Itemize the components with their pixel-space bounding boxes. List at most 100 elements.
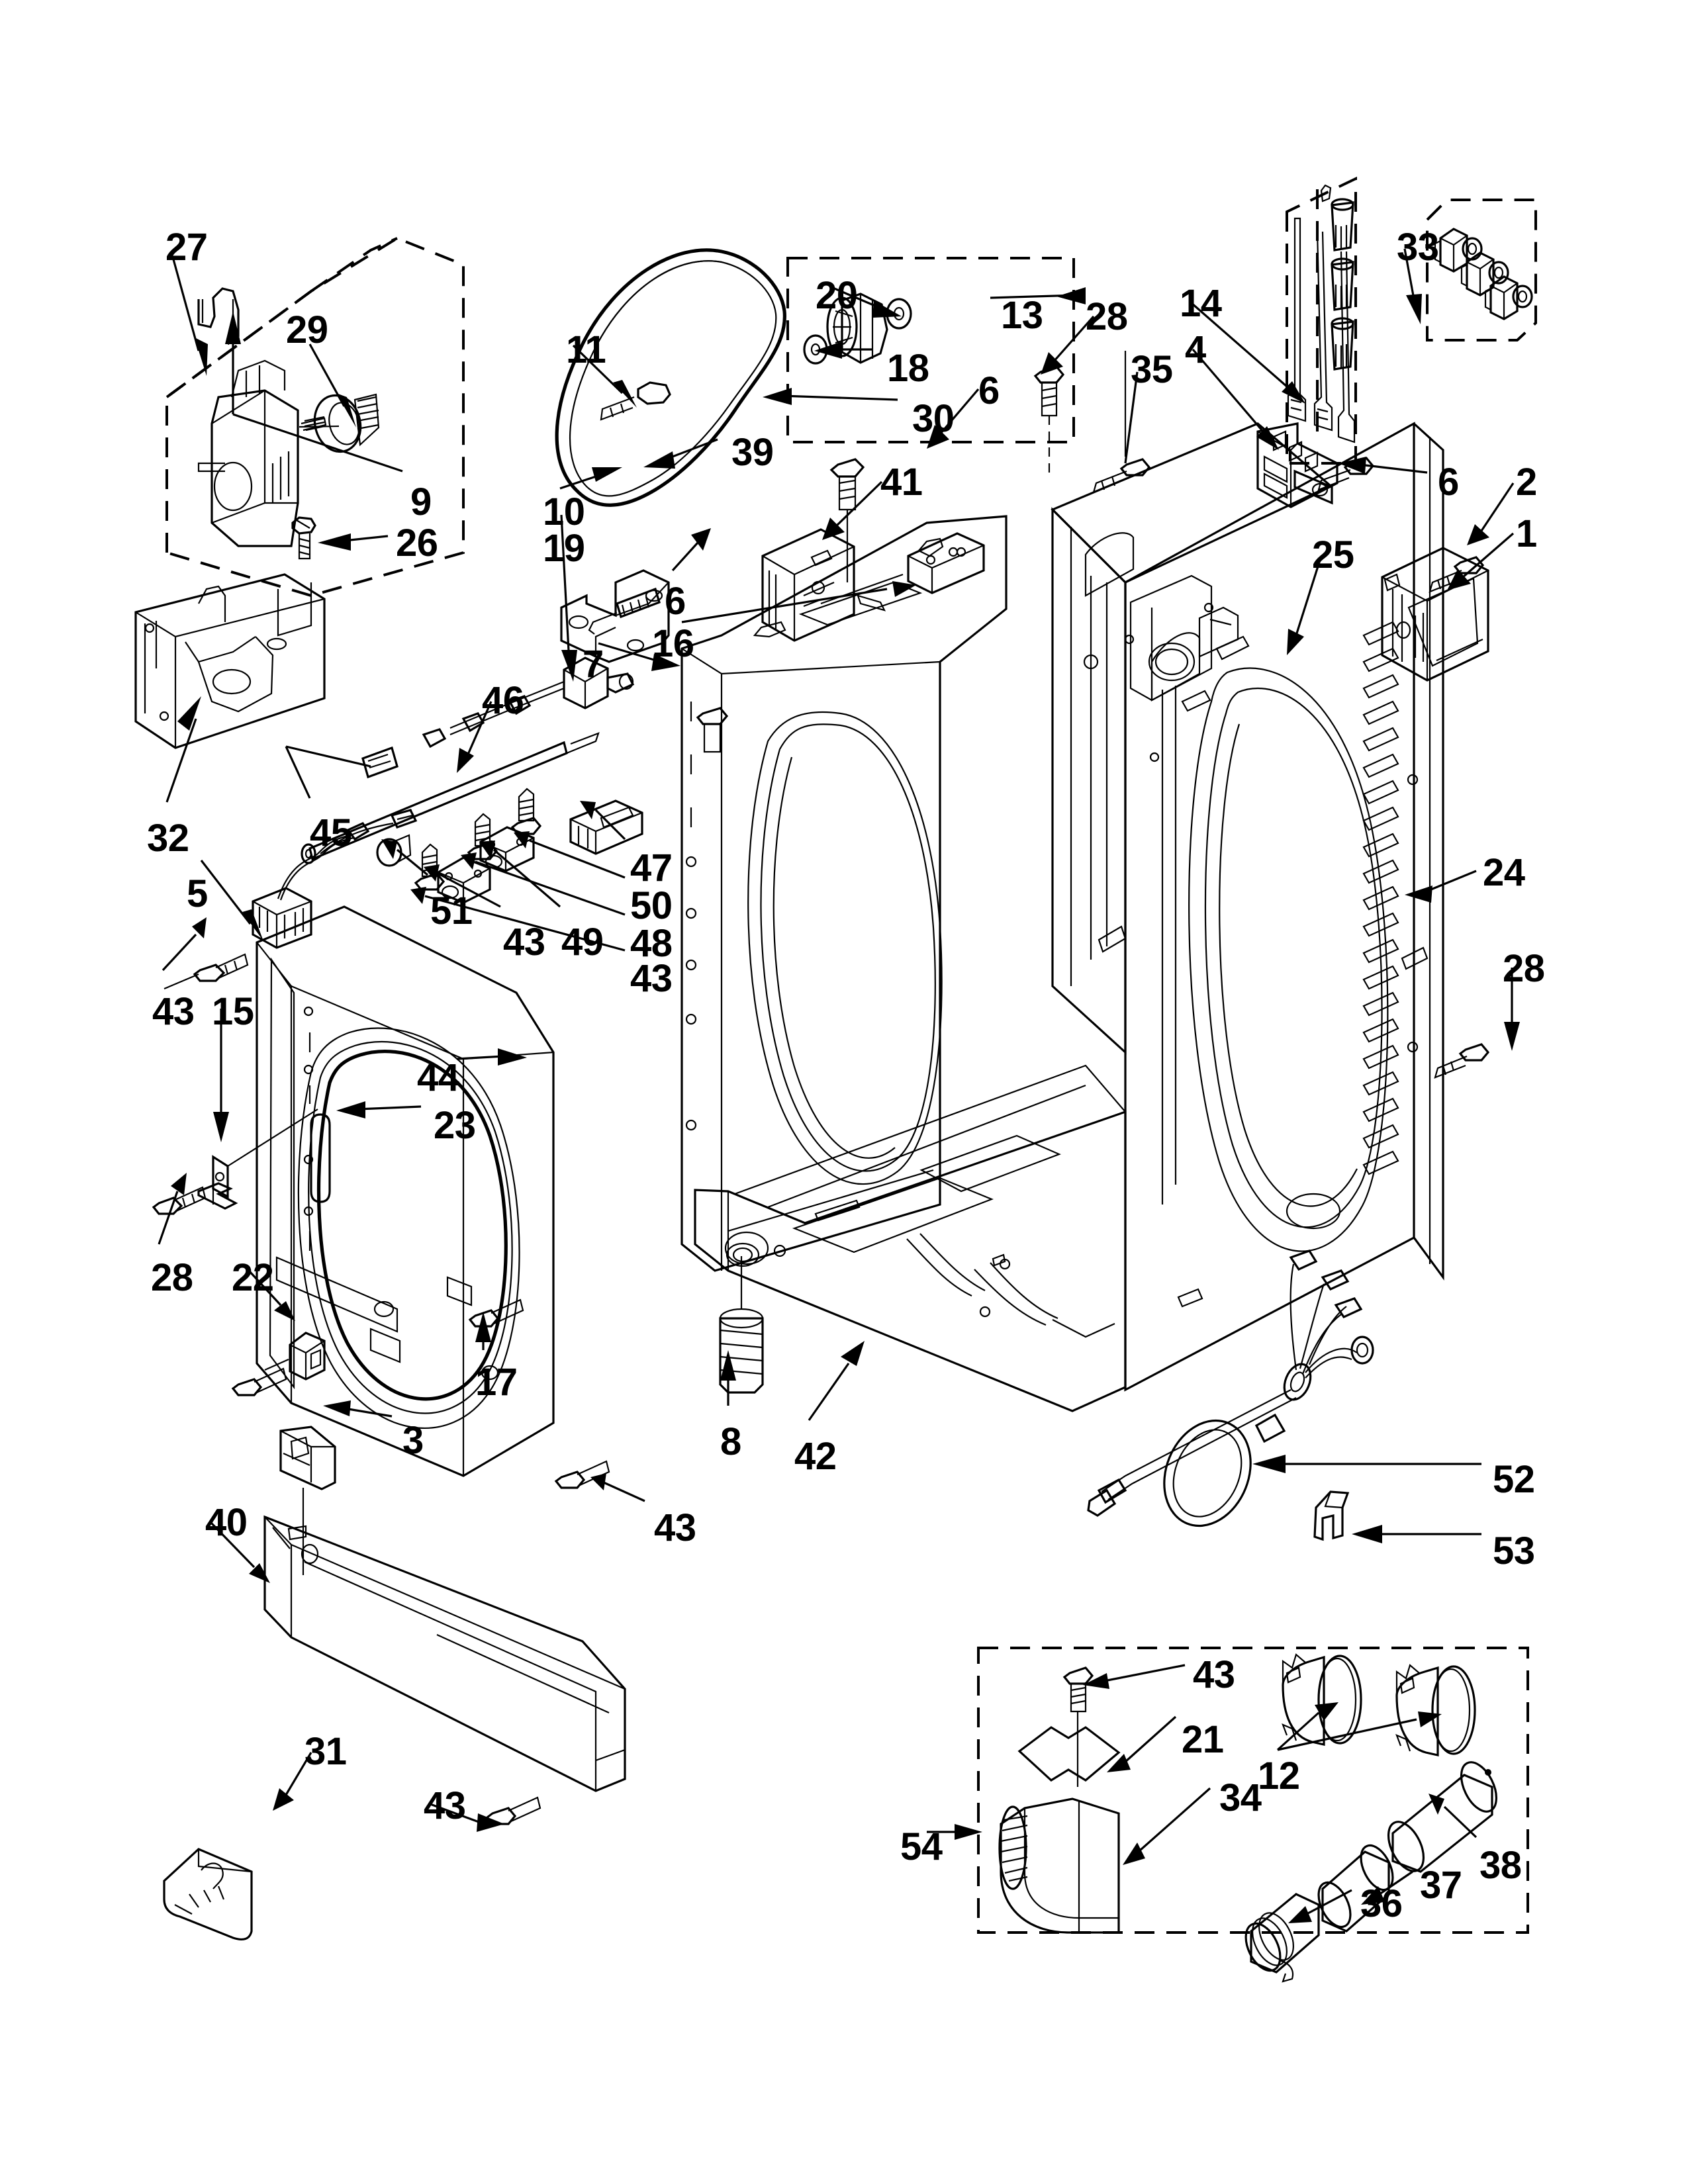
callout-number-52: 52 xyxy=(1493,1458,1535,1501)
callout-number-13: 13 xyxy=(1001,294,1043,337)
callout-number-20: 20 xyxy=(816,274,858,317)
callout-number-6: 6 xyxy=(665,580,686,623)
front-bulkhead-bracket-16 xyxy=(907,532,985,594)
idler-spring xyxy=(588,587,661,635)
front-bulkhead-panel xyxy=(680,515,1008,1272)
callout-number-34: 34 xyxy=(1219,1776,1262,1819)
callout-number-45: 45 xyxy=(310,811,352,854)
callout-number-6: 6 xyxy=(1438,461,1459,504)
callout-number-19: 19 xyxy=(543,527,585,570)
callout-number-2: 2 xyxy=(1516,461,1537,504)
strain-relief-clamp-1 xyxy=(1434,228,1483,273)
door-catch xyxy=(264,1332,326,1381)
callout-number-40: 40 xyxy=(205,1501,248,1544)
screw-2 xyxy=(1429,556,1485,593)
callout-number-23: 23 xyxy=(434,1104,476,1147)
terminal-block xyxy=(1256,422,1338,508)
leader-lines xyxy=(158,248,1520,1923)
cabinet-side-panel xyxy=(1124,422,1444,1392)
drive-belt xyxy=(555,248,786,507)
callout-number-8: 8 xyxy=(720,1420,741,1463)
callout-number-49: 49 xyxy=(561,921,604,964)
strain-relief-clamp-3 xyxy=(1484,275,1533,320)
screw-28-side xyxy=(1434,1043,1490,1079)
callout-number-5: 5 xyxy=(187,872,208,915)
callout-number-16: 16 xyxy=(652,622,694,665)
callout-number-12: 12 xyxy=(1258,1754,1300,1797)
idler-bracket xyxy=(560,569,670,663)
group-27-motor-enclosure xyxy=(165,236,465,598)
callout-number-48: 48 xyxy=(630,922,673,965)
callout-number-22: 22 xyxy=(232,1256,274,1299)
screw-43-left xyxy=(164,953,249,990)
wire-nut-2 xyxy=(1331,257,1354,311)
vent-cover-plate xyxy=(1017,1726,1121,1782)
callout-number-50: 50 xyxy=(630,884,673,927)
screw-6-b xyxy=(696,707,729,753)
callout-number-30: 30 xyxy=(912,397,955,440)
vent-clamp xyxy=(1244,1893,1320,1983)
callout-number-14: 14 xyxy=(1180,282,1222,325)
vent-coupler xyxy=(1317,1844,1394,1933)
rear-panel xyxy=(1051,422,1333,1055)
callout-number-1: 1 xyxy=(1516,512,1537,555)
callout-number-46: 46 xyxy=(482,679,524,722)
outlet-thermistor xyxy=(361,657,635,779)
lint-screen-clip xyxy=(163,1848,253,1940)
callout-number-43: 43 xyxy=(1193,1653,1235,1696)
callout-number-10: 10 xyxy=(543,490,585,533)
cord-clamp xyxy=(1313,1490,1350,1541)
callout-number-29: 29 xyxy=(286,308,328,351)
cabinet-base xyxy=(694,1064,1127,1412)
power-cord xyxy=(1087,1250,1374,1527)
screw-17 xyxy=(468,1298,524,1328)
callout-number-31: 31 xyxy=(305,1730,347,1773)
screw-26 xyxy=(291,516,316,560)
inlet-thermistor-rod xyxy=(301,732,600,864)
callout-number-17: 17 xyxy=(475,1361,518,1404)
callout-number-9: 9 xyxy=(410,480,432,523)
door-strike xyxy=(197,1109,318,1210)
callout-number-6: 6 xyxy=(978,369,1000,412)
wire-nut-3 xyxy=(1331,317,1354,371)
callout-number-3: 3 xyxy=(402,1419,424,1462)
callout-number-32: 32 xyxy=(147,817,189,860)
callout-number-26: 26 xyxy=(396,522,438,565)
callout-number-47: 47 xyxy=(630,846,673,889)
screw-bracket-11 xyxy=(600,381,671,421)
callout-number-25: 25 xyxy=(1312,533,1354,576)
hardware-cluster xyxy=(376,788,643,904)
callout-number-41: 41 xyxy=(880,461,923,504)
callout-number-44: 44 xyxy=(417,1056,459,1099)
cabinet-louvers xyxy=(1362,621,1399,1175)
screw-6-a xyxy=(829,458,865,582)
callout-number-33: 33 xyxy=(1397,226,1439,269)
callout-number-38: 38 xyxy=(1479,1844,1522,1887)
callout-number-51: 51 xyxy=(430,889,473,933)
screw-28-top xyxy=(1033,365,1065,477)
callout-number-28: 28 xyxy=(1086,295,1128,338)
callout-number-43: 43 xyxy=(424,1784,466,1827)
callout-number-7: 7 xyxy=(583,643,604,686)
callout-number-53: 53 xyxy=(1493,1529,1535,1572)
group-54-vent-kit xyxy=(977,1647,1529,1983)
callout-number-43: 43 xyxy=(630,957,673,1000)
blower-housing xyxy=(134,573,326,749)
screw-49 xyxy=(510,788,542,835)
callout-number-43: 43 xyxy=(503,921,545,964)
callout-number-43: 43 xyxy=(654,1506,696,1549)
toe-panel xyxy=(263,1515,626,1792)
callout-number-36: 36 xyxy=(1360,1882,1403,1925)
callout-number-4: 4 xyxy=(1185,328,1206,371)
vent-duct xyxy=(1387,1761,1498,1873)
callout-number-15: 15 xyxy=(212,990,254,1033)
door-hinge-plate xyxy=(279,1426,336,1575)
callout-number-35: 35 xyxy=(1131,348,1173,391)
screw-43-toe xyxy=(485,1796,541,1825)
callout-number-24: 24 xyxy=(1483,851,1525,894)
callout-number-28: 28 xyxy=(1503,947,1545,990)
screw-6-terminal xyxy=(1317,457,1375,491)
screw-28-catch xyxy=(231,1367,287,1396)
